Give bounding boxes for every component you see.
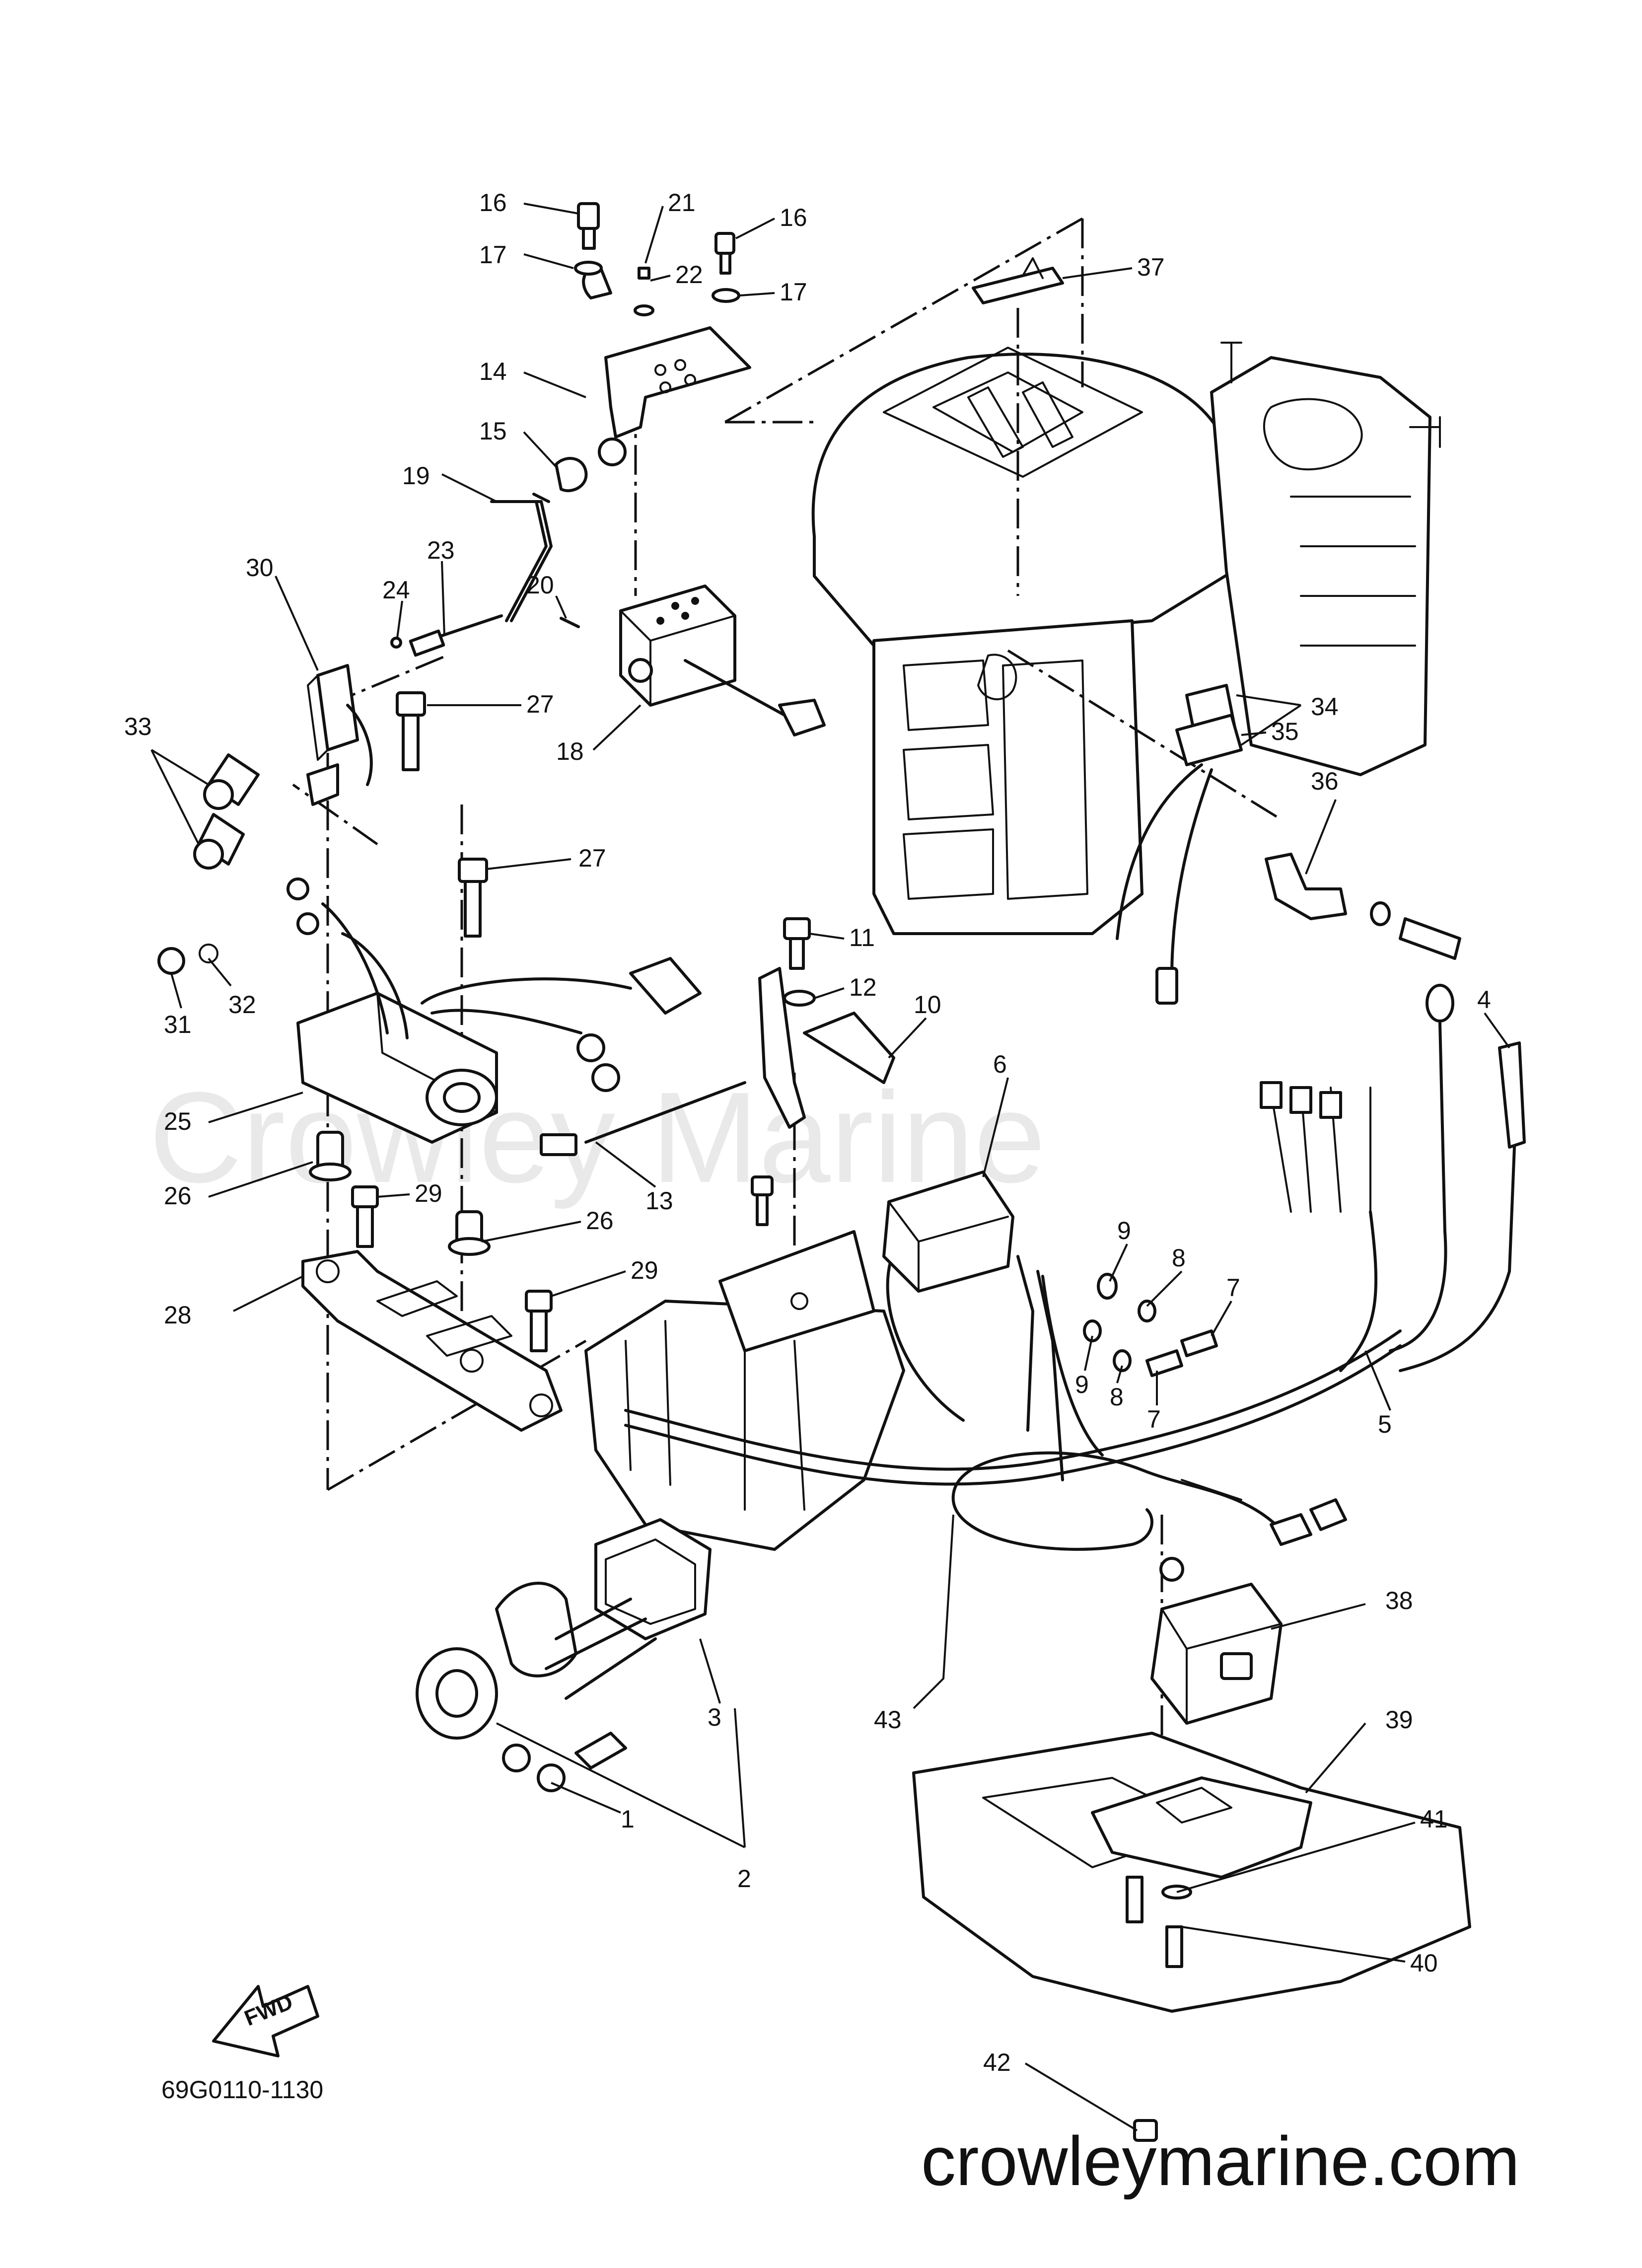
callout-label: 38 [1385, 1587, 1413, 1614]
cable-43 [951, 1451, 1347, 1551]
top-bracket-assembly [555, 202, 751, 493]
callout-label: 40 [1410, 1949, 1438, 1977]
callout-label: 28 [164, 1301, 192, 1329]
callout-label: 37 [1137, 253, 1165, 281]
rectifier-6 [882, 1171, 1218, 1481]
callout-label: 8 [1110, 1383, 1124, 1411]
bolts-27 [396, 691, 488, 938]
callout-label: 42 [983, 2049, 1011, 2076]
callout-label: 15 [479, 417, 507, 445]
callout-label: 36 [1311, 767, 1339, 795]
callout-label: 27 [578, 844, 606, 872]
callout-label: 6 [993, 1050, 1007, 1078]
callout-label: 19 [402, 462, 430, 490]
callout-label: 39 [1385, 1706, 1413, 1734]
clip-37 [972, 257, 1064, 304]
callout-label: 12 [849, 973, 877, 1001]
callout-label: 24 [382, 576, 410, 604]
callout-label: 16 [479, 189, 507, 217]
callout-labels: 16 17 21 16 22 17 14 15 19 23 24 20 30 2… [124, 189, 1491, 2076]
callout-label: 7 [1147, 1405, 1161, 1433]
callout-label: 13 [645, 1187, 673, 1215]
callout-label: 17 [479, 241, 507, 269]
callout-label: 4 [1477, 986, 1491, 1014]
callout-label: 22 [675, 261, 703, 289]
switch-38 [1150, 1557, 1283, 1725]
callout-label: 11 [849, 924, 875, 951]
callout-label: 1 [621, 1805, 635, 1833]
callout-label: 2 [737, 1865, 751, 1893]
callout-label: 8 [1172, 1244, 1186, 1272]
callout-label: 18 [556, 737, 584, 765]
callout-label: 16 [780, 204, 807, 231]
callout-label: 21 [668, 189, 696, 217]
throttle-link-assembly [390, 493, 580, 657]
base-plate-39 [912, 1732, 1471, 2142]
callout-label: 3 [708, 1703, 721, 1731]
callout-label: 43 [874, 1706, 902, 1734]
callout-label: 29 [415, 1179, 442, 1207]
callout-label: 35 [1271, 718, 1299, 745]
callout-label: 23 [427, 536, 455, 564]
engine-block [811, 342, 1441, 935]
switch-18 [619, 585, 826, 736]
callout-label: 26 [164, 1182, 192, 1210]
callout-label: 14 [479, 358, 507, 385]
fwd-arrow-icon: FWD [212, 1985, 319, 2057]
callout-label: 31 [164, 1011, 192, 1038]
leader-lines [150, 203, 1510, 2131]
callout-label: 30 [246, 554, 274, 582]
callout-label: 34 [1311, 693, 1339, 721]
callout-label: 10 [914, 991, 941, 1019]
callout-label: 7 [1226, 1274, 1240, 1302]
bracket-10 [540, 917, 895, 1226]
callout-label: 29 [631, 1256, 658, 1284]
diagram-code: 69G0110-1130 [161, 2076, 323, 2104]
callout-label: 5 [1378, 1410, 1392, 1438]
lower-base [584, 1230, 1402, 1551]
switch-30-and-grommets-33 [193, 664, 373, 870]
grommet-3-and-plug [416, 1518, 712, 1792]
callout-label: 32 [228, 991, 256, 1019]
callout-label: 17 [780, 278, 807, 306]
cdi-unit-25 [157, 878, 702, 1144]
footer-url: crowleymarine.com [921, 2122, 1520, 2200]
callout-label: 25 [164, 1107, 192, 1135]
callout-label: 20 [526, 571, 554, 599]
battery-cable-4 [1260, 984, 1526, 1372]
callout-label: 26 [586, 1207, 614, 1235]
connectors-34-35 [1116, 684, 1461, 1005]
callout-label: 27 [526, 690, 554, 718]
callout-label: 41 [1420, 1805, 1448, 1833]
callout-label: 9 [1075, 1371, 1089, 1398]
callout-label: 33 [124, 713, 152, 740]
callout-label: 9 [1117, 1217, 1131, 1244]
